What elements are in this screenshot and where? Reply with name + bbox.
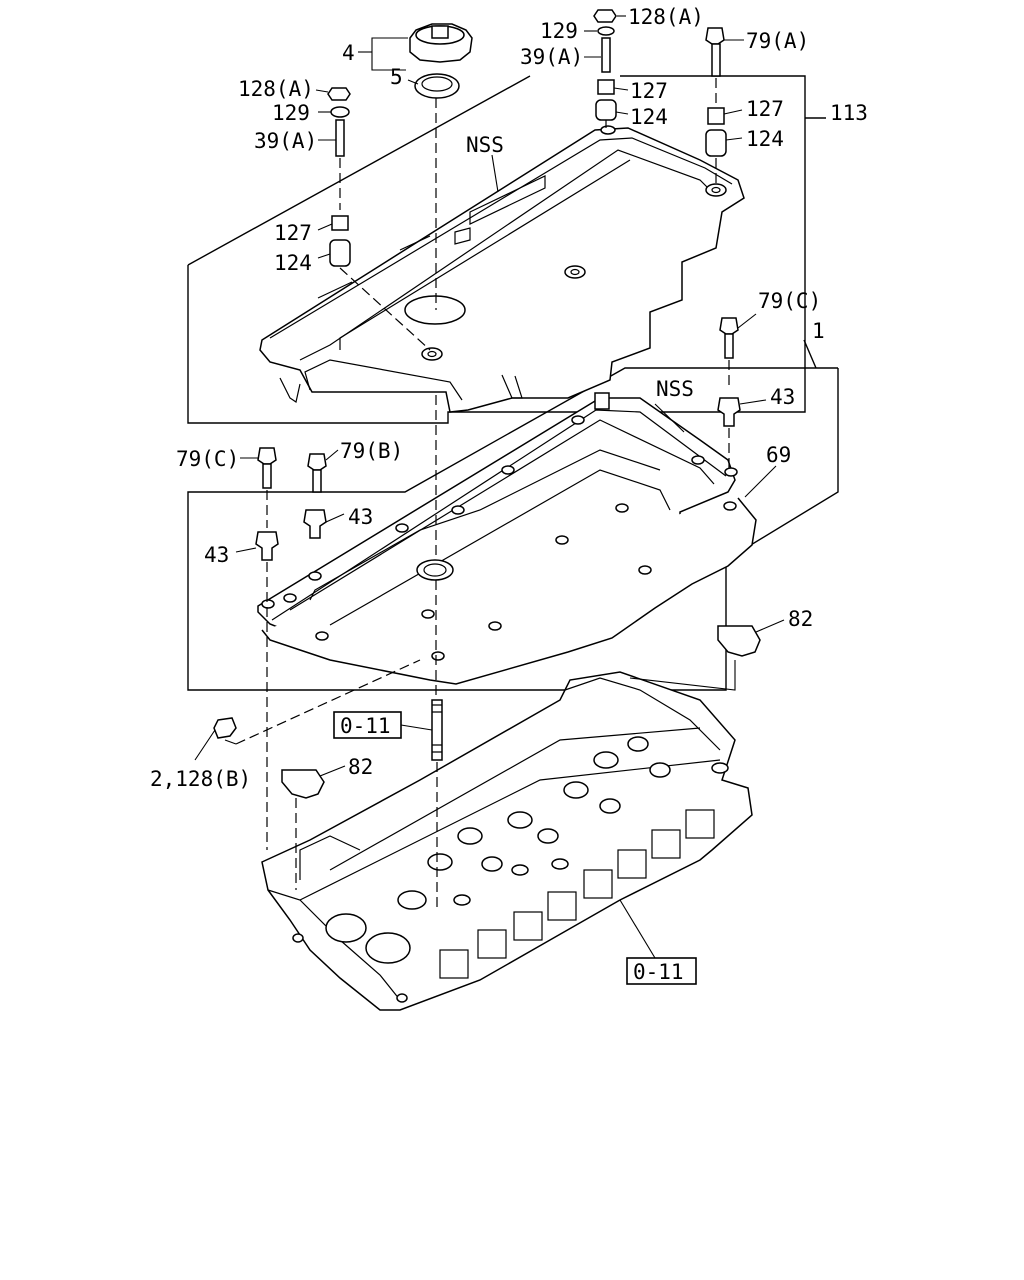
- callout-43-left: 43: [204, 543, 229, 567]
- callout-79c-right: 79(C): [758, 289, 821, 313]
- callout-128a-left: 128(A): [238, 77, 314, 101]
- collar-127-mid: [597, 79, 629, 95]
- grommet-124-right: [705, 129, 743, 157]
- callout-nss-upper: NSS: [466, 133, 504, 157]
- callout-1: 1: [812, 319, 825, 343]
- head-cover: [257, 392, 757, 685]
- grommet-124-left: [317, 239, 351, 267]
- nut-128b: [194, 717, 237, 761]
- bush-43-right: [717, 397, 767, 427]
- bush-43-left: [235, 531, 279, 561]
- callout-43-mid: 43: [348, 505, 373, 529]
- grommet-124-mid: [595, 99, 629, 121]
- callout-129-top: 129: [540, 19, 578, 43]
- plug-82-right: [717, 619, 785, 657]
- callout-129-left: 129: [272, 101, 310, 125]
- bush-43-mid: [303, 509, 345, 539]
- callout-127-mid: 127: [630, 79, 668, 103]
- washer-129-left: [318, 106, 350, 118]
- callout-39a-left: 39(A): [254, 129, 317, 153]
- cylinder-head-ref-leader: [619, 899, 656, 959]
- oil-cap-seal-ring: [414, 73, 460, 99]
- callout-nss-lower: NSS: [656, 377, 694, 401]
- bolt-79a-top: [705, 27, 744, 77]
- callout-124-left: 124: [274, 251, 312, 275]
- callout-82-right: 82: [788, 607, 813, 631]
- callout-69: 69: [766, 443, 791, 467]
- cylinder-head: [261, 671, 753, 1011]
- callout-79a: 79(A): [746, 29, 809, 53]
- stud-39a-top: [584, 37, 611, 73]
- bolt-79b-mid: [307, 449, 339, 493]
- callout-39a-top: 39(A): [520, 45, 583, 69]
- axis-line: [339, 267, 431, 351]
- callout-79c-left: 79(C): [176, 447, 239, 471]
- callout-82-left: 82: [348, 755, 373, 779]
- callout-4: 4: [342, 41, 355, 65]
- washer-129-top: [584, 26, 615, 36]
- stud-39a-left: [318, 119, 345, 157]
- nut-128a-top: [593, 9, 626, 23]
- axis-line: [235, 659, 421, 745]
- oil-filler-cap: [409, 23, 473, 63]
- plug-82-right-leader: [629, 660, 736, 691]
- group-frame-113: [187, 75, 826, 424]
- nut-128a-left: [315, 87, 351, 101]
- callout-128a-top: 128(A): [628, 5, 704, 29]
- callout-124-mid: 124: [630, 105, 668, 129]
- plug-82-left: [281, 765, 346, 799]
- callout-ref-lower[interactable]: 0-11: [633, 960, 684, 984]
- bolt-79c-right: [719, 313, 757, 359]
- nss-lower-leader: [654, 403, 685, 433]
- callout-79b: 79(B): [340, 439, 403, 463]
- ref-box-lower[interactable]: [626, 957, 697, 985]
- callout-124-right: 124: [746, 127, 784, 151]
- collar-127-left: [317, 215, 349, 231]
- oil-cap-bracket: [358, 37, 419, 85]
- gasket-69-leader: [744, 465, 777, 498]
- bolt-79c-left: [240, 447, 277, 489]
- callout-ref-upper[interactable]: 0-11: [340, 714, 391, 738]
- group-frame-1: [187, 339, 839, 691]
- ref-box-upper[interactable]: [333, 711, 433, 739]
- callout-127-right: 127: [746, 97, 784, 121]
- collar-127-right: [707, 107, 743, 125]
- callout-127-left: 127: [274, 221, 312, 245]
- callout-43-right: 43: [770, 385, 795, 409]
- callout-5: 5: [390, 65, 403, 89]
- nss-upper-leader: [491, 154, 499, 193]
- upper-engine-cover: [259, 125, 745, 413]
- stud-lower: [431, 699, 443, 761]
- callout-113: 113: [830, 101, 868, 125]
- callout-2-128b: 2,128(B): [150, 767, 251, 791]
